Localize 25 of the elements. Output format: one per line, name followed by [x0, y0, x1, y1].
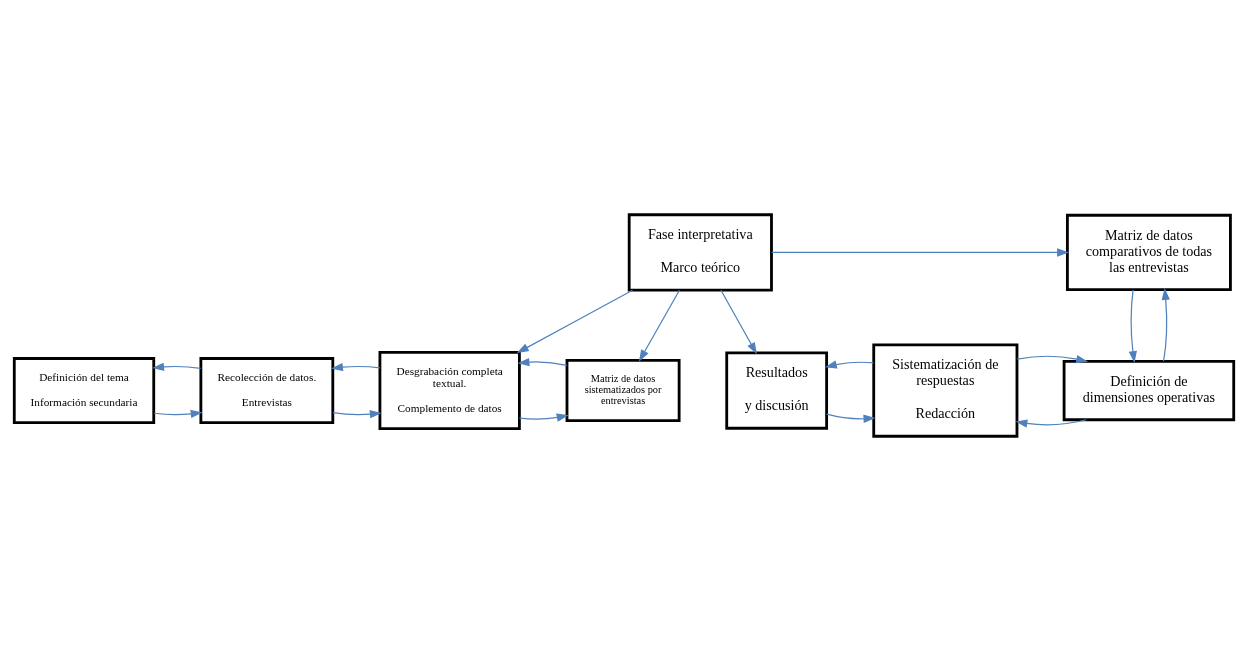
node-box: Matriz de datos comparativos de todas las entrevistas: [1065, 213, 1232, 291]
arrow: [153, 409, 203, 418]
arrow: [638, 289, 681, 362]
node-box: Resultados y discusión: [725, 350, 829, 430]
node-box: Definición del tema Información secundaria: [12, 356, 156, 424]
node-box: Matriz de datos sistematizados por entrevistas: [565, 358, 681, 422]
arrow: [152, 362, 202, 371]
arrow: [518, 412, 569, 422]
arrow: [771, 247, 1069, 257]
arrow: [826, 413, 876, 423]
node-box: Recolección de datos. Entrevistas: [199, 356, 335, 424]
arrow: [331, 362, 381, 371]
arrow: [1128, 288, 1137, 363]
arrow: [516, 289, 634, 353]
arrow: [1161, 287, 1170, 362]
node-box: Sistematización de respuestas Redacción: [872, 342, 1019, 438]
arrow: [332, 409, 382, 418]
arrow: [517, 357, 568, 366]
node-box: Definición de dimensiones operativas: [1062, 359, 1236, 421]
arrow: [824, 360, 875, 369]
node-box: Desgrabación completa textual. Complemento de datos: [378, 350, 521, 430]
arrow: [1015, 418, 1087, 428]
node-box: Fase interpretativa Marco teórico: [627, 212, 773, 292]
arrow: [1016, 354, 1088, 363]
arrow: [720, 289, 757, 354]
